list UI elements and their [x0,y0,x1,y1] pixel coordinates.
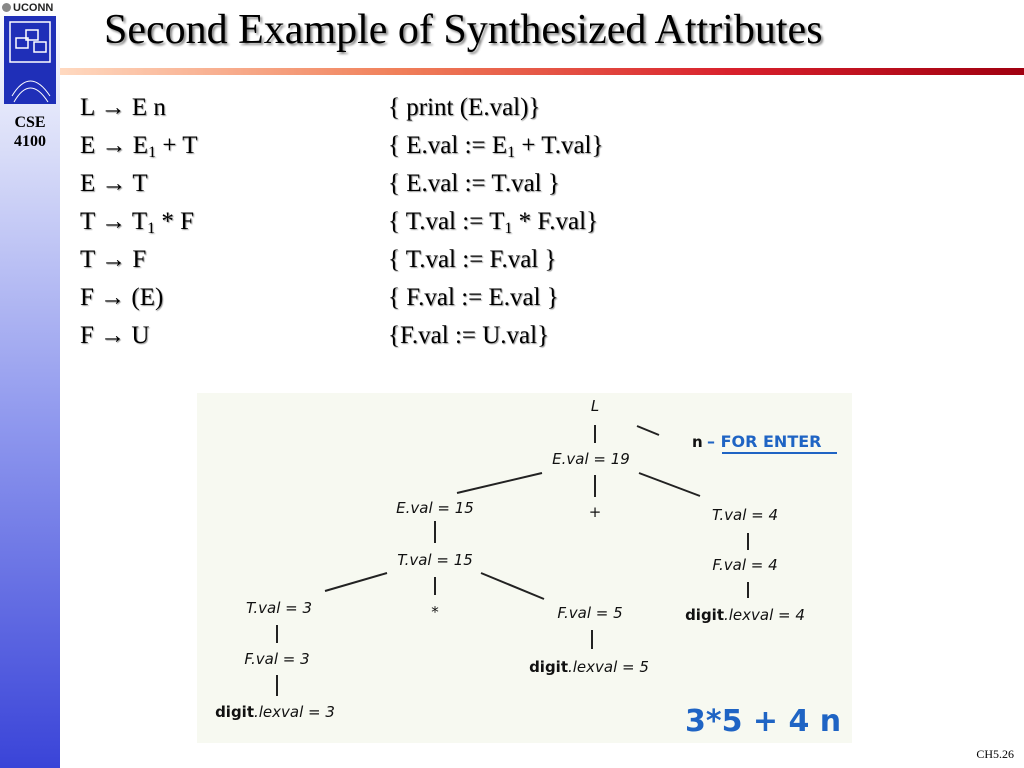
action-tail: + T.val} [515,132,604,159]
seal-icon [2,3,11,12]
production-subscript: 1 [147,220,156,237]
semantic-action: { E.val := T.val } [388,170,560,198]
university-name: UCONN [13,2,54,14]
semantic-action: {F.val := U.val} [388,322,549,350]
edge-l-n [636,425,660,436]
production-lhs: T [80,246,95,273]
semantic-action: { F.val := E.val } [388,284,559,312]
arrow-icon: → [100,284,126,311]
node-e19: E.val = 19 [552,450,630,468]
semantic-action: { E.val := E1 + T.val} [388,132,604,162]
annotation-input-expression: 3*5 + 4 n [685,704,841,739]
production-rhs: F [132,246,147,273]
action-text: { T.val := T [388,208,505,235]
production-rhs: (E) [131,284,164,311]
arrow-icon: → [100,322,126,349]
semantic-action: { T.val := T1 * F.val} [388,208,598,238]
production: T → F [80,246,146,274]
edge-e19-t4 [638,472,701,497]
arrow-icon: → [100,94,126,121]
parse-tree-svg: L E.val = 19 n – FOR ENTER E.val = 15 + … [215,397,841,739]
production-lhs: E [80,132,96,159]
title-rule [60,68,1024,75]
node-t3: T.val = 3 [246,599,312,617]
arrow-icon: → [101,246,127,273]
action-text: { print (E.val)} [388,94,541,121]
production-lhs: F [80,322,94,349]
action-subscript: 1 [507,144,516,161]
production-rhs-tail: + T [156,132,198,159]
digit5-keyword: digit [529,658,568,676]
action-subscript: 1 [504,220,513,237]
node-f4: F.val = 4 [712,556,777,574]
production-rhs: T [132,170,148,197]
action-text: { E.val := T.val } [388,170,560,197]
edge-t15-f5 [480,572,545,600]
department-logo [4,16,56,104]
production-rhs: E n [131,94,166,121]
parse-tree: L E.val = 19 n – FOR ENTER E.val = 15 + … [197,393,852,743]
action-text: { E.val := E [388,132,508,159]
action-text: { T.val := F.val } [388,246,557,273]
arrow-icon: → [101,208,127,235]
tree-edges [276,425,749,696]
production: L → E n [80,94,166,122]
action-tail: * F.val} [512,208,599,235]
production: E → E1 + T [80,132,197,162]
digit4-keyword: digit [685,606,724,624]
digit4-value: .lexval = 4 [724,606,805,624]
course-line-1: CSE [14,114,46,131]
production: T → T1 * F [80,208,194,238]
node-n: n [692,433,703,451]
production-rhs: E [132,132,149,159]
edge-e19-e15 [456,472,543,494]
production-rhs: T [131,208,148,235]
arrow-icon: → [101,132,127,159]
action-text: {F.val := U.val} [388,322,550,349]
node-l: L [591,397,599,415]
node-f3: F.val = 3 [244,650,309,668]
node-plus: + [589,503,602,521]
arrow-icon: → [101,170,127,197]
production-rhs: U [131,322,150,349]
sidebar: UCONN CSE 4100 [0,0,60,768]
action-text: { F.val := E.val } [388,284,559,311]
node-star: * [431,603,439,621]
semantic-action: { T.val := F.val } [388,246,557,274]
page-number: CH5.26 [976,747,1014,761]
node-t15: T.val = 15 [397,551,473,569]
digit3-value: .lexval = 3 [254,703,335,721]
digit3-keyword: digit [215,703,254,721]
course-code: CSE 4100 [0,113,60,151]
production-lhs: E [80,170,96,197]
uconn-logo: UCONN [2,2,53,14]
annotation-for-enter: – FOR ENTER [707,432,821,451]
node-digit4: digit.lexval = 4 [685,606,805,624]
node-digit5: digit.lexval = 5 [529,658,649,676]
node-t4: T.val = 4 [712,506,778,524]
production-subscript: 1 [148,144,157,161]
node-f5: F.val = 5 [557,604,622,622]
production: F → U [80,322,149,350]
production-lhs: T [80,208,95,235]
node-e15: E.val = 15 [396,499,474,517]
production-lhs: F [80,284,94,311]
production: F → (E) [80,284,163,312]
production-lhs: L [80,94,95,121]
edge-t15-t3 [324,572,388,592]
slide-title: Second Example of Synthesized Attributes [104,7,823,53]
node-digit3: digit.lexval = 3 [215,703,335,721]
semantic-action: { print (E.val)} [388,94,540,122]
production: E → T [80,170,148,198]
course-line-2: 4100 [14,133,46,150]
digit5-value: .lexval = 5 [568,658,649,676]
production-rhs-tail: * F [155,208,195,235]
